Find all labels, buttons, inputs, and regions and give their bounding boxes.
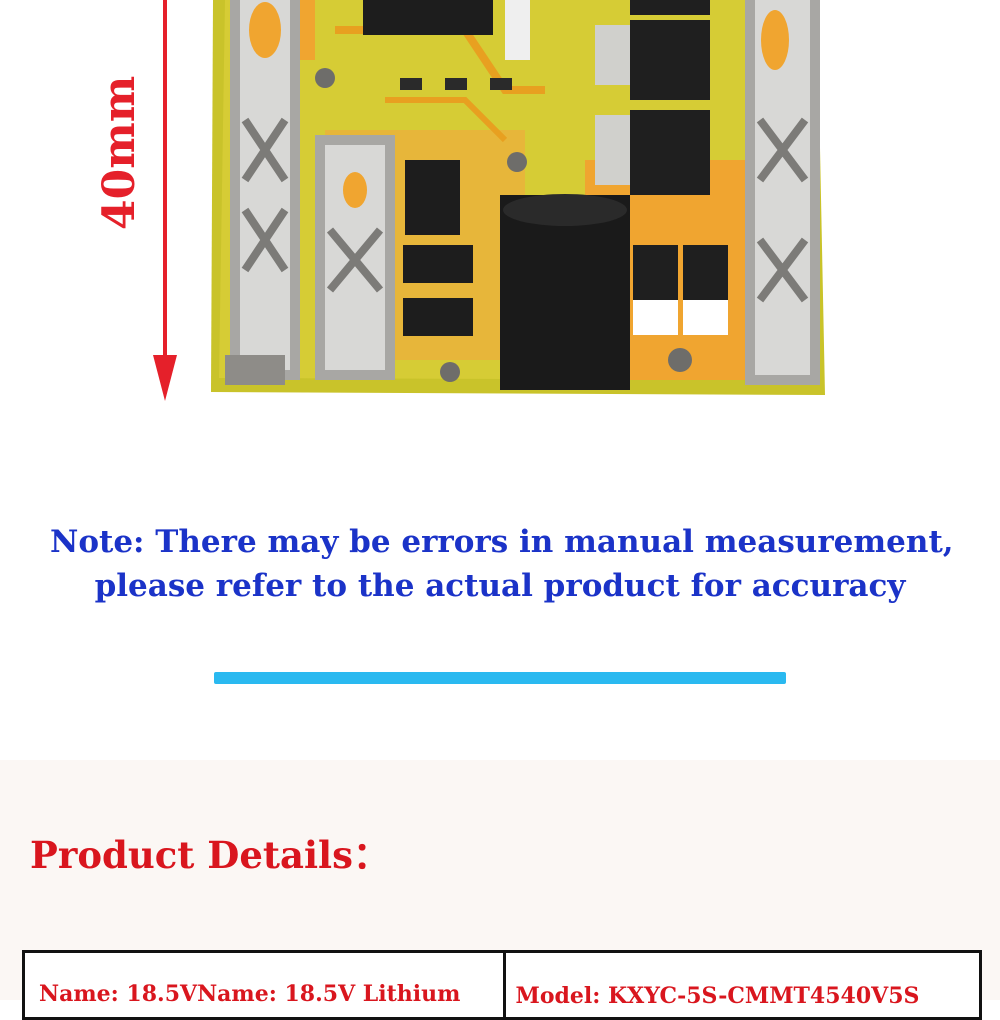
measurement-note: Note: There may be errors in manual meas… xyxy=(50,520,954,608)
note-line-1: Note: There may be errors in manual meas… xyxy=(50,524,954,560)
note-line-2: please refer to the actual product for a… xyxy=(94,568,906,604)
dimension-line xyxy=(163,0,167,375)
divider-bar xyxy=(214,672,786,684)
product-details-title: Product Details： xyxy=(30,833,390,877)
dimension-label: 40mm xyxy=(94,75,145,230)
dimension-arrow-icon xyxy=(153,355,177,401)
spec-cell-model: Model: KXYC-5S-CMMT4540V5S xyxy=(502,953,980,1017)
spec-table: Name: 18.5VName: 18.5V Lithium Model: KX… xyxy=(22,950,982,1020)
product-image-section: 40mm xyxy=(50,0,954,684)
pcb-board-image xyxy=(205,0,830,400)
spec-cell-name: Name: 18.5VName: 18.5V Lithium xyxy=(39,981,461,1007)
